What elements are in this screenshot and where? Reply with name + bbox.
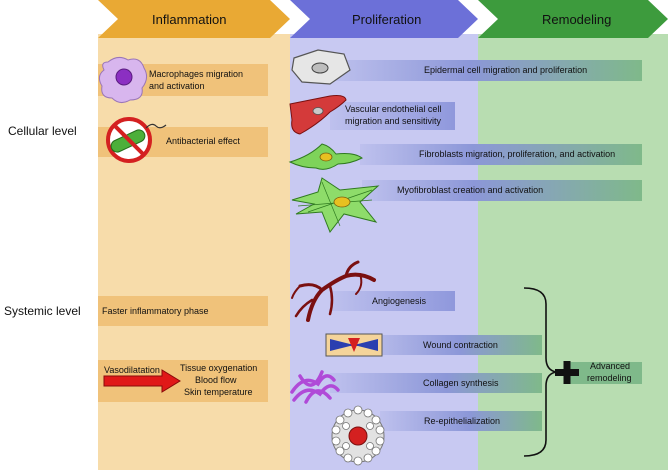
wound-contraction-bar — [360, 335, 542, 355]
vasodilatation-label: Vasodilatation — [104, 365, 160, 375]
proliferation-header-label-box: Proliferation — [290, 0, 478, 36]
curly-brace-icon — [523, 287, 557, 457]
myofibroblast-cell-icon — [291, 177, 380, 233]
vasodilatation-arrow-icon — [103, 369, 181, 393]
wound-contraction-label: Wound contraction — [423, 340, 498, 350]
epidermal-label: Epidermal cell migration and proliferati… — [424, 65, 588, 75]
no-bacteria-icon — [106, 117, 167, 163]
blood-vessel-icon — [291, 260, 376, 322]
vascular-bar — [330, 102, 455, 130]
endothelial-cell-icon — [289, 95, 347, 135]
vascular-label-1: Vascular endothelial cell — [345, 104, 442, 114]
inflammation-header — [98, 0, 290, 38]
remodeling-column — [478, 34, 668, 470]
epidermal-cell-icon — [291, 49, 351, 85]
faster-phase-bar — [98, 296, 268, 326]
advanced-remodeling-label-2: remodeling — [587, 373, 632, 383]
collagen-bar — [330, 373, 542, 393]
fibroblasts-bar — [360, 144, 642, 165]
inflammation-header-label-box: Inflammation — [98, 0, 290, 36]
remodeling-header-label-box: Remodeling — [478, 0, 668, 36]
blood-flow-label: Blood flow — [195, 375, 237, 385]
myofibroblast-label: Myofibroblast creation and activation — [397, 185, 544, 195]
proliferation-header — [290, 0, 478, 38]
advanced-remodeling-bar — [570, 362, 642, 384]
macrophages-label-1: Macrophages migration — [149, 69, 244, 79]
cellular-level-label: Cellular level — [8, 124, 77, 138]
vascular-label-2: migration and sensitivity — [345, 116, 442, 126]
fibroblasts-label: Fibroblasts migration, proliferation, an… — [419, 149, 616, 159]
tissue-oxygenation-label: Tissue oxygenation — [180, 363, 258, 373]
remodeling-header-label: Remodeling — [542, 12, 612, 27]
macrophage-cell-icon — [98, 56, 148, 104]
collagen-fiber-icon — [290, 370, 340, 404]
antibacterial-label: Antibacterial effect — [166, 136, 240, 146]
wound-contraction-icon — [325, 333, 383, 357]
remodeling-header — [478, 0, 668, 38]
faster-phase-label: Faster inflammatory phase — [102, 306, 209, 316]
angiogenesis-label: Angiogenesis — [372, 296, 427, 306]
angiogenesis-bar — [330, 291, 455, 311]
reepithelialization-bar — [380, 411, 542, 431]
inflammation-header-label: Inflammation — [152, 12, 227, 27]
reepithelialization-label: Re-epithelialization — [424, 416, 501, 426]
plus-icon — [555, 361, 579, 384]
myofibroblast-bar — [362, 180, 642, 201]
epidermal-bar — [330, 60, 642, 81]
systemic-level-label: Systemic level — [4, 304, 81, 318]
fibroblast-cell-icon — [288, 143, 363, 170]
advanced-remodeling-label-1: Advanced — [590, 361, 631, 371]
re-epithelialization-icon — [331, 405, 385, 466]
header-shapes — [98, 0, 668, 38]
macrophages-label-2: and activation — [149, 81, 205, 91]
collagen-label: Collagen synthesis — [423, 378, 499, 388]
proliferation-header-label: Proliferation — [352, 12, 422, 27]
skin-temperature-label: Skin temperature — [184, 387, 253, 397]
